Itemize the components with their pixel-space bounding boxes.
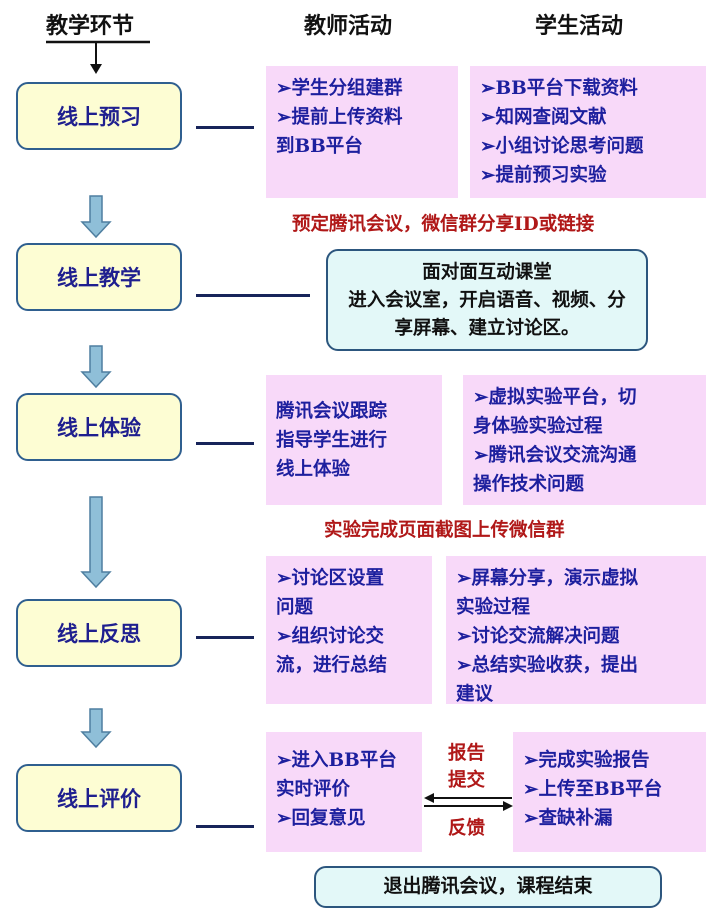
down-arrow-4 xyxy=(80,708,112,749)
activity-item: ➢回复意见 xyxy=(276,808,366,829)
activity-item: 到BB平台 xyxy=(276,136,363,157)
header-stage: 教学环节 xyxy=(46,13,135,39)
header-teacher: 教师活动 xyxy=(304,13,393,39)
evaluation-student-activities: ➢完成实验报告 ➢上传至BB平台 ➢查缺补漏 xyxy=(513,732,706,852)
activity-item: ➢屏幕分享，演示虚拟 xyxy=(456,568,639,589)
preview-student-activities: ➢BB平台下载资料 ➢知网查阅文献 ➢小组讨论思考问题 ➢提前预习实验 xyxy=(470,66,706,198)
activity-item: 操作技术问题 xyxy=(473,474,585,495)
activity-item: 线上体验 xyxy=(276,459,351,480)
evaluation-teacher-activities: ➢进入BB平台 实时评价 ➢回复意见 xyxy=(266,732,422,852)
activity-item: ➢BB平台下载资料 xyxy=(480,78,638,99)
activity-item: ➢知网查阅文献 xyxy=(480,107,607,128)
activity-item: ➢提前预习实验 xyxy=(480,165,607,186)
teaching-interactive-class: 面对面互动课堂 进入会议室，开启语音、视频、分享屏幕、建立讨论区。 xyxy=(326,249,648,351)
experience-note: 实验完成页面截图上传微信群 xyxy=(324,520,565,541)
activity-item: 问题 xyxy=(276,597,314,618)
report-submit-label: 报告提交 xyxy=(448,743,486,791)
start-arrow-head xyxy=(90,64,102,74)
stage-online-preview: 线上预习 xyxy=(16,82,182,150)
teaching-title: 面对面互动课堂 xyxy=(422,262,552,283)
activity-item: ➢完成实验报告 xyxy=(523,750,650,771)
down-arrow-3 xyxy=(80,496,112,589)
activity-item: 实验过程 xyxy=(456,597,531,618)
activity-item: 实时评价 xyxy=(276,779,351,800)
activity-item: 流，进行总结 xyxy=(276,655,388,676)
stage-online-evaluation: 线上评价 xyxy=(16,764,182,832)
ending-box: 退出腾讯会议，课程结束 xyxy=(314,866,662,908)
activity-item: ➢小组讨论思考问题 xyxy=(480,136,644,157)
down-arrow-1 xyxy=(80,195,112,239)
activity-item: ➢总结实验收获，提出 xyxy=(456,655,639,676)
activity-item: ➢上传至BB平台 xyxy=(523,779,663,800)
experience-student-activities: ➢虚拟实验平台，切 身体验实验过程 ➢腾讯会议交流沟通 操作技术问题 xyxy=(463,375,706,505)
activity-item: 指导学生进行 xyxy=(276,430,388,451)
experience-teacher-activities: 腾讯会议跟踪 指导学生进行 线上体验 xyxy=(266,375,442,505)
connector-experience xyxy=(196,442,254,445)
activity-item: ➢组织讨论交 xyxy=(276,626,385,647)
activity-item: ➢讨论交流解决问题 xyxy=(456,626,620,647)
activity-item: ➢进入BB平台 xyxy=(276,750,397,771)
connector-teaching xyxy=(196,294,310,297)
feedback-arrow-head xyxy=(424,793,434,803)
activity-item: ➢虚拟实验平台，切 xyxy=(473,387,637,408)
stage-online-teaching: 线上教学 xyxy=(16,243,182,311)
submit-arrow-head xyxy=(503,801,513,811)
down-arrow-2 xyxy=(80,345,112,389)
activity-item: ➢学生分组建群 xyxy=(276,78,403,99)
feedback-label: 反馈 xyxy=(448,818,486,839)
activity-item: ➢腾讯会议交流沟通 xyxy=(473,445,637,466)
preview-note: 预定腾讯会议，微信群分享ID或链接 xyxy=(292,214,595,235)
activity-item: 腾讯会议跟踪 xyxy=(276,401,388,422)
preview-teacher-activities: ➢学生分组建群 ➢提前上传资料 到BB平台 xyxy=(266,66,458,198)
teaching-body: 进入会议室，开启语音、视频、分享屏幕、建立讨论区。 xyxy=(348,290,626,339)
activity-item: 建议 xyxy=(456,684,494,705)
stage-online-reflection: 线上反思 xyxy=(16,599,182,667)
activity-item: 身体验实验过程 xyxy=(473,416,603,437)
reflection-student-activities: ➢屏幕分享，演示虚拟 实验过程 ➢讨论交流解决问题 ➢总结实验收获，提出 建议 xyxy=(446,556,706,705)
reflection-teacher-activities: ➢讨论区设置 问题 ➢组织讨论交 流，进行总结 xyxy=(266,556,432,704)
activity-item: ➢讨论区设置 xyxy=(276,568,385,589)
activity-item: ➢提前上传资料 xyxy=(276,107,403,128)
connector-evaluation xyxy=(196,825,254,828)
activity-item: ➢查缺补漏 xyxy=(523,808,613,829)
connector-reflection xyxy=(196,636,254,639)
header-student: 学生活动 xyxy=(535,13,624,39)
connector-preview xyxy=(196,126,254,129)
stage-online-experience: 线上体验 xyxy=(16,393,182,461)
